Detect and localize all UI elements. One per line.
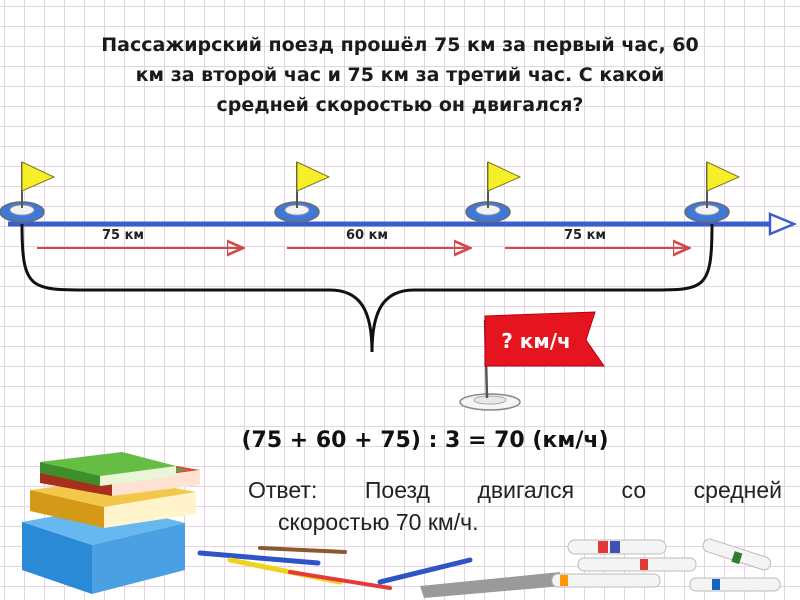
solution-formula: (75 + 60 + 75) : 3 = 70 (км/ч) [241, 428, 609, 453]
question-flag-label: ? км/ч [501, 329, 571, 353]
question-flag: ? км/ч [459, 311, 605, 411]
total-brace [20, 223, 714, 353]
segment-label-2: 60 км [346, 228, 388, 243]
problem-line-1: Пассажирский поезд прошёл 75 км за первы… [101, 34, 699, 56]
problem-line-2: км за второй час и 75 км за третий час. … [135, 64, 665, 86]
station-flag-end [684, 161, 741, 223]
pencils-illustration [197, 546, 562, 598]
books-stack-illustration [22, 452, 200, 594]
segment-label-3: 75 км [564, 228, 606, 243]
station-flag-1 [274, 161, 331, 223]
answer-line-1: Ответ: Поезд двигался со средней [248, 477, 782, 503]
segment-label-1: 75 км [102, 228, 144, 243]
answer-line-2: скоростью 70 км/ч. [278, 509, 479, 535]
problem-text: Пассажирский поезд прошёл 75 км за первы… [40, 30, 760, 120]
station-flag-2 [465, 161, 522, 223]
markers-illustration [551, 538, 781, 592]
track-arrowhead [768, 212, 798, 236]
answer-text: Ответ: Поезд двигался со средней скорост… [248, 474, 782, 538]
station-flag-start [0, 161, 56, 223]
problem-line-3: средней скоростью он двигался? [216, 94, 584, 116]
